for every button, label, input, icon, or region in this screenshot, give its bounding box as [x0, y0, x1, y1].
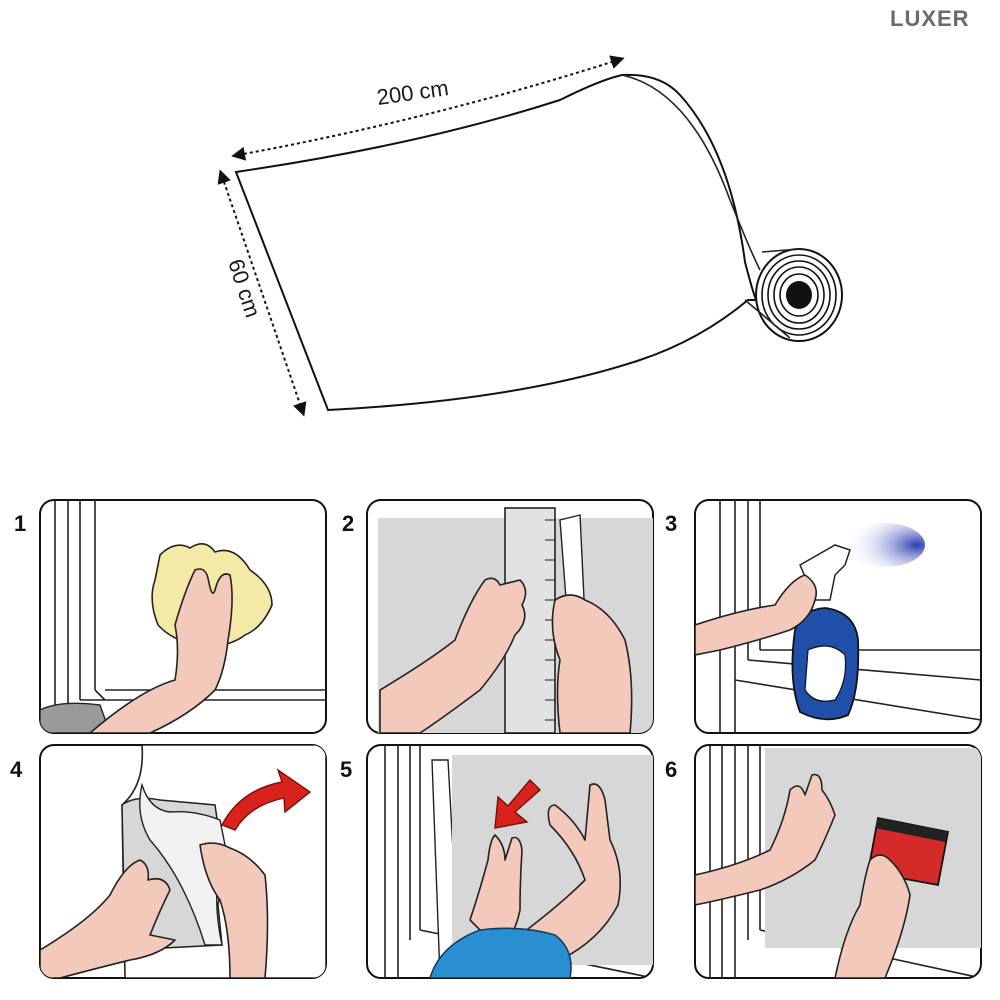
step-number-1: 1 [14, 511, 26, 536]
spray-mist [845, 523, 925, 567]
step-panel-2 [366, 499, 654, 734]
sleeve [428, 927, 572, 978]
step-number-4: 4 [10, 757, 23, 782]
spray-bottle-icon [791, 544, 860, 721]
step-panel-5 [366, 744, 654, 979]
film-sheet [234, 73, 762, 412]
press-direction-arrow [494, 778, 542, 829]
film-roll-illustration: 200 cm 60 cm [217, 55, 843, 417]
step-number-3: 3 [665, 511, 677, 536]
step-panel-3 [694, 499, 982, 734]
width-dimension-arrow [217, 169, 307, 417]
step-panel-1 [39, 499, 327, 734]
length-label: 200 cm [375, 75, 450, 110]
step-number-5: 5 [340, 757, 352, 782]
step-panel-6 [694, 744, 982, 979]
brand-logo: LUXER [890, 6, 970, 31]
step-panel-4 [39, 744, 327, 979]
width-label: 60 cm [223, 256, 265, 321]
roll-end-icon [755, 248, 843, 342]
step-number-6: 6 [665, 757, 677, 782]
peel-direction-arrow [221, 768, 312, 831]
step-number-2: 2 [342, 511, 354, 536]
